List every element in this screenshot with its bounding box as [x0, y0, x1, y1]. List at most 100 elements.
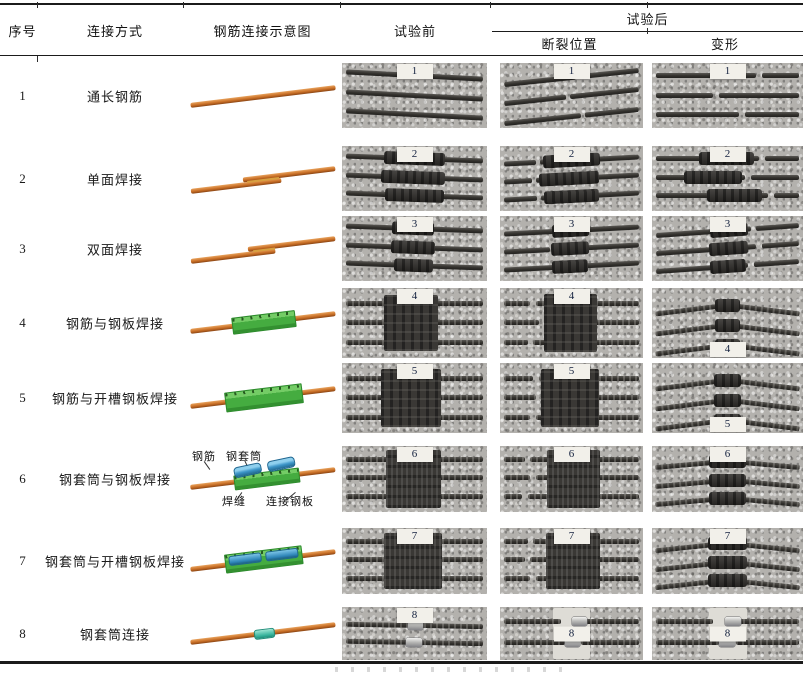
column-tick	[647, 28, 648, 34]
specimen-tag: 4	[396, 289, 433, 304]
photo-deform: 8	[652, 607, 803, 660]
method-label: 钢套筒与钢板焊接	[58, 472, 171, 488]
specimen-part	[545, 533, 601, 589]
specimen-part	[504, 300, 531, 306]
schematic-rebar-slotted-plate-weld	[186, 376, 340, 420]
specimen-part	[504, 538, 528, 544]
specimen-part	[504, 159, 536, 167]
method-label: 通长钢筋	[86, 89, 143, 104]
photo-before: 8	[342, 607, 487, 660]
table-row: 6 钢套筒与钢板焊接 钢筋 钢套筒 焊缝 连接钢板 6 6 6	[0, 446, 803, 512]
specimen-part	[385, 187, 444, 203]
specimen-part	[504, 339, 528, 345]
specimen-part	[736, 639, 799, 645]
specimen-part	[584, 106, 639, 118]
specimen-part	[756, 222, 799, 231]
specimen-tag: 3	[396, 217, 433, 232]
specimen-part	[345, 108, 484, 121]
method-label: 钢套筒与开槽钢板焊接	[45, 554, 186, 570]
specimen-part	[655, 240, 800, 257]
method-label: 双面焊接	[86, 242, 143, 257]
specimen-part	[730, 323, 800, 337]
specimen-part	[707, 555, 748, 569]
method-label: 单面焊接	[86, 172, 143, 187]
specimen-part	[655, 112, 800, 118]
specimen-part	[504, 320, 539, 326]
photo-fracture: 2	[500, 146, 643, 211]
clipped-caption-fragment	[335, 667, 575, 672]
table-row: 4 钢筋与钢板焊接 4 4 4	[0, 288, 803, 358]
row-number: 1	[19, 87, 26, 103]
schematic-continuous-rebar	[186, 74, 340, 118]
specimen-part	[503, 240, 640, 256]
specimen-tag: 1	[709, 64, 746, 79]
specimen-part	[708, 240, 749, 257]
specimen-tag: 8	[553, 626, 590, 641]
schematic-sleeve-slotted-plate-weld	[186, 539, 340, 583]
specimen-part	[773, 192, 799, 198]
column-tick	[340, 2, 341, 8]
specimen-part	[709, 492, 746, 506]
row-number: 7	[19, 553, 26, 568]
schematic-single-side-weld	[186, 157, 340, 201]
schematic-sleeve-plate-weld: 钢筋 钢套筒 焊缝 连接钢板	[186, 446, 340, 512]
specimen-part	[715, 299, 740, 313]
column-tick	[183, 2, 184, 8]
specimen-tag: 3	[553, 217, 590, 232]
specimen-part	[503, 259, 640, 275]
header-schematic: 钢筋连接示意图	[213, 23, 312, 39]
table-row: 3 双面焊接 3 3 3	[0, 216, 803, 281]
specimen-part	[504, 639, 565, 645]
specimen-part	[538, 170, 600, 187]
header-before: 试验前	[393, 23, 436, 39]
specimen-part	[724, 616, 741, 626]
header-bottom-border	[0, 55, 803, 56]
specimen-tag: 7	[396, 529, 433, 544]
specimen-part	[656, 639, 719, 645]
specimen-part	[504, 475, 531, 481]
column-tick	[37, 56, 38, 62]
photo-before: 2	[342, 146, 487, 211]
specimen-part	[504, 414, 531, 420]
specimen-part	[564, 637, 580, 647]
row-number: 8	[19, 625, 26, 641]
specimen-part	[345, 187, 484, 203]
specimen-tag: 5	[396, 364, 433, 379]
specimen-part	[715, 319, 740, 332]
specimen-tag: 4	[709, 342, 746, 357]
photo-before: 1	[342, 63, 487, 128]
specimen-part	[384, 295, 438, 351]
table-bottom-border	[0, 661, 803, 664]
specimen-part	[656, 618, 713, 624]
specimen-part	[762, 73, 799, 79]
specimen-part	[504, 557, 525, 563]
specimen-tag: 8	[396, 608, 433, 623]
photo-deform: 2	[652, 146, 803, 211]
specimen-part	[762, 240, 799, 249]
specimen-part	[380, 169, 446, 185]
specimen-part	[504, 195, 538, 203]
specimen-part	[707, 188, 763, 202]
specimen-tag: 6	[709, 447, 746, 462]
specimen-part	[503, 188, 640, 205]
specimen-part	[504, 618, 561, 624]
specimen-part	[718, 637, 735, 647]
label-weld: 焊缝	[222, 496, 246, 508]
specimen-part	[655, 73, 800, 79]
specimen-tag: 6	[396, 447, 433, 462]
specimen-part	[551, 259, 589, 275]
method-label: 钢套筒连接	[79, 627, 150, 642]
photo-deform: 4	[652, 288, 803, 358]
table-top-border	[0, 3, 803, 5]
method-label: 钢筋与开槽钢板焊接	[51, 391, 178, 407]
specimen-tag: 7	[709, 529, 746, 544]
specimen-tag: 5	[553, 364, 590, 379]
photo-deform: 5	[652, 363, 803, 433]
specimen-part	[504, 395, 536, 401]
specimen-tag: 1	[553, 64, 590, 79]
label-rebar: 钢筋	[192, 451, 216, 463]
header-after: 试验后	[626, 11, 669, 27]
specimen-part	[503, 87, 640, 107]
specimen-tag: 5	[709, 417, 746, 432]
